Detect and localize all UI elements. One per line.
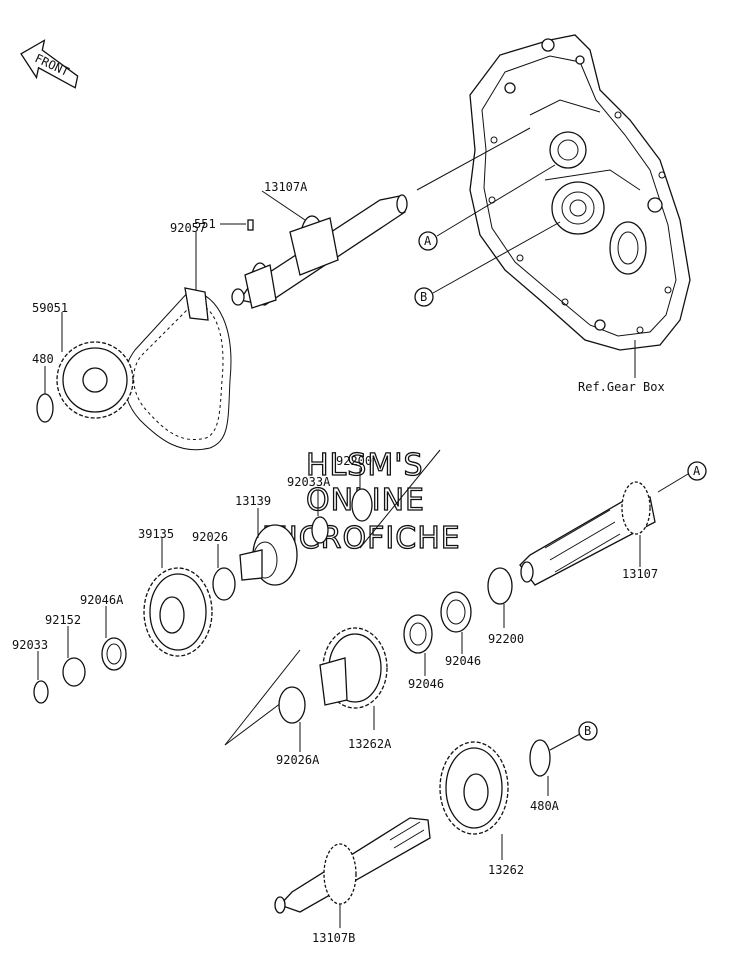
part-92046a-label: 92046A <box>80 593 124 607</box>
washer-92026 <box>212 567 236 601</box>
washer-92026a <box>278 686 306 724</box>
pin-551 <box>247 219 254 231</box>
part-92046-a-label: 92046 <box>408 677 444 691</box>
callout-a-top <box>418 231 438 251</box>
part-480-label: 480 <box>32 352 54 366</box>
part-480a-label: 480A <box>530 799 560 813</box>
part-13107-label: 13107 <box>622 567 658 581</box>
bearing-92046a <box>101 637 127 671</box>
callout-b-top <box>414 287 434 307</box>
circlip-92033a <box>311 516 329 544</box>
callout-a-bottom-label: A <box>693 464 701 478</box>
gear-13262 <box>439 741 509 835</box>
gear-box-housing <box>469 34 691 351</box>
callout-a-bottom <box>687 461 707 481</box>
callout-b-bottom <box>578 721 598 741</box>
circlip-480 <box>36 393 54 423</box>
callout-a-top-label: A <box>424 234 432 248</box>
part-92026a-label: 92026A <box>276 753 320 767</box>
gear-39135 <box>143 567 213 657</box>
bearing-92046-a <box>403 614 433 654</box>
part-92200-top-label: 92200 <box>336 454 372 468</box>
sprocket-59051 <box>56 341 134 419</box>
part-92033-label: 92033 <box>12 638 48 652</box>
callout-b-top-label: B <box>420 290 427 304</box>
front-arrow-icon: FRONT <box>20 39 79 89</box>
part-92026-label: 92026 <box>192 530 228 544</box>
part-59051-label: 59051 <box>32 301 68 315</box>
circlip-480a <box>529 739 551 777</box>
part-39135-label: 39135 <box>138 527 174 541</box>
gear-13262a <box>319 627 388 709</box>
bearing-92046-b <box>440 591 472 633</box>
ref-gear-box-label: Ref.Gear Box <box>578 380 665 394</box>
shaft-13107 <box>519 481 656 586</box>
part-551-label: 551 <box>194 217 216 231</box>
watermark-line1: HLSM'S <box>306 448 424 483</box>
shaft-13107a <box>231 194 408 309</box>
part-92200-label: 92200 <box>488 632 524 646</box>
part-13262-label: 13262 <box>488 863 524 877</box>
washer-92152 <box>62 657 86 687</box>
part-13262a-label: 13262A <box>348 737 392 751</box>
callout-b-bottom-label: B <box>584 724 591 738</box>
dog-clutch-13139 <box>239 524 298 586</box>
part-92057-label: 92057 <box>170 221 206 235</box>
part-92046-b-label: 92046 <box>445 654 481 668</box>
part-13139-label: 13139 <box>235 494 271 508</box>
part-13107a-label: 13107A <box>264 180 308 194</box>
washer-92200 <box>487 567 513 605</box>
washer-92200-top <box>351 488 373 522</box>
circlip-92033 <box>33 680 49 704</box>
part-92033a-label: 92033A <box>287 475 331 489</box>
shaft-13107b <box>274 817 431 914</box>
chain-92057 <box>123 287 232 451</box>
part-92152-label: 92152 <box>45 613 81 627</box>
part-13107b-label: 13107B <box>312 931 355 945</box>
